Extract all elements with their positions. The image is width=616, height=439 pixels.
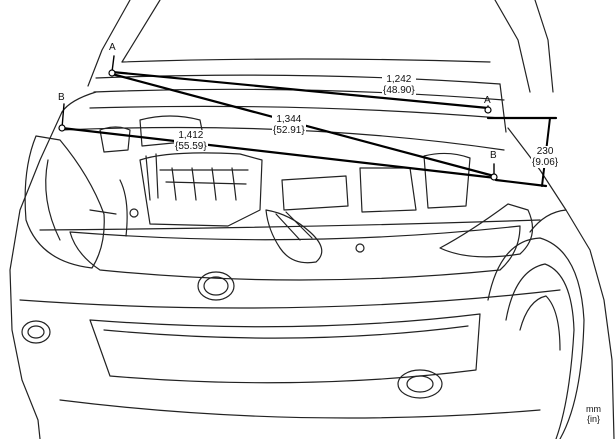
- point-label-b-left: B: [58, 92, 65, 103]
- windshield-outline: [87, 0, 554, 93]
- body-outline: [9, 91, 615, 439]
- point-label-a-right: A: [484, 95, 491, 106]
- left-fog-light: [21, 320, 51, 344]
- dimension-height-in: {9.06}: [532, 157, 559, 168]
- dimension-a-to-b-in: {52.91}: [273, 125, 305, 136]
- leader-b-left: [61, 103, 65, 129]
- point-marker-b-right: [490, 173, 498, 181]
- height-bottom-extension: [494, 178, 548, 188]
- dimension-a-to-b-mm: 1,344: [276, 114, 302, 125]
- dimension-line-a-to-a: [110, 70, 490, 110]
- point-label-b-right: B: [490, 150, 497, 161]
- dimension-b-to-b-mm: 1,412: [178, 130, 204, 141]
- leader-a-left: [111, 55, 115, 73]
- left-headlight: [24, 135, 105, 269]
- dimension-label-a-to-b: 1,344 {52.91}: [272, 114, 306, 136]
- dimension-line-b-to-b: [60, 126, 498, 180]
- dimension-label-a-to-a: 1,242 {48.90}: [382, 74, 416, 96]
- point-marker-a-right: [484, 106, 492, 114]
- dimension-height-mm: 230: [536, 146, 554, 157]
- dimension-a-to-a-mm: 1,242: [386, 74, 412, 85]
- units-primary: mm: [586, 404, 601, 414]
- dimension-a-to-a-in: {48.90}: [383, 85, 415, 96]
- point-marker-b-left: [58, 124, 66, 132]
- dimension-label-height: 230 {9.06}: [531, 146, 560, 168]
- front-grille: [69, 225, 521, 384]
- dimension-b-to-b-in: {55.59}: [175, 141, 207, 152]
- units-secondary: {in}: [586, 414, 601, 424]
- dimension-label-b-to-b: 1,412 {55.59}: [174, 130, 208, 152]
- right-headlight: [439, 203, 534, 258]
- front-wheel: [487, 237, 585, 439]
- point-label-a-left: A: [109, 42, 116, 53]
- point-marker-a-left: [108, 69, 116, 77]
- right-fog-light: [397, 369, 443, 399]
- engine-block: [89, 115, 471, 264]
- units-legend: mm {in}: [586, 404, 601, 424]
